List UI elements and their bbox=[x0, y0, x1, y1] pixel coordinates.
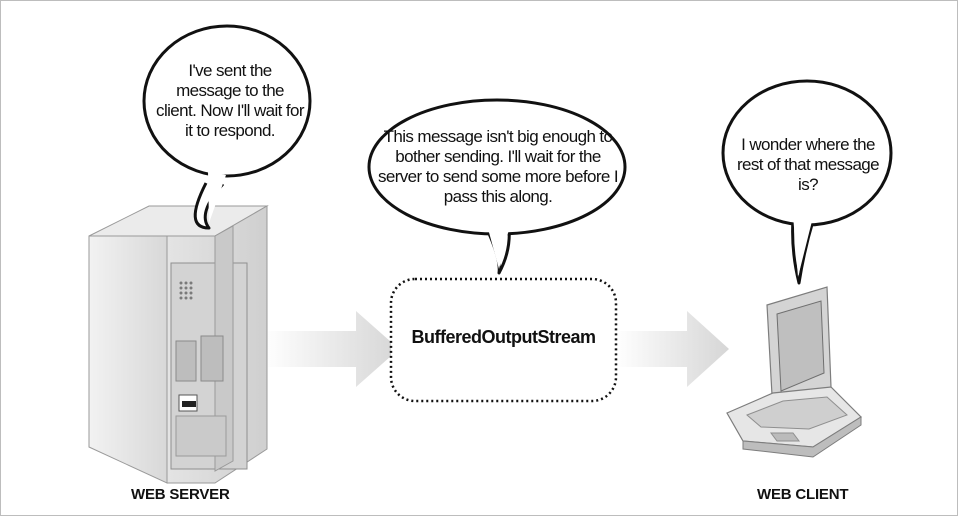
stream-box-label: BufferedOutputStream bbox=[411, 327, 596, 347]
buffered-output-stream-box bbox=[389, 277, 618, 403]
server-speech-bubble bbox=[142, 24, 312, 230]
stream-speech-bubble bbox=[367, 98, 627, 275]
arrow-stream-to-client bbox=[615, 311, 729, 387]
client-speech-bubble bbox=[721, 79, 893, 285]
web-server-illustration bbox=[88, 205, 269, 484]
stream-bubble-text: This message isn't big enough to bother … bbox=[377, 127, 619, 206]
web-server-label: WEB SERVER bbox=[131, 486, 230, 503]
server-bubble-text: I've sent the message to the client. Now… bbox=[156, 61, 305, 140]
client-bubble-text: I wonder where the rest of that message … bbox=[736, 135, 880, 194]
web-client-illustration bbox=[726, 286, 862, 458]
arrow-server-to-stream bbox=[263, 311, 399, 387]
web-client-label: WEB CLIENT bbox=[757, 486, 849, 503]
